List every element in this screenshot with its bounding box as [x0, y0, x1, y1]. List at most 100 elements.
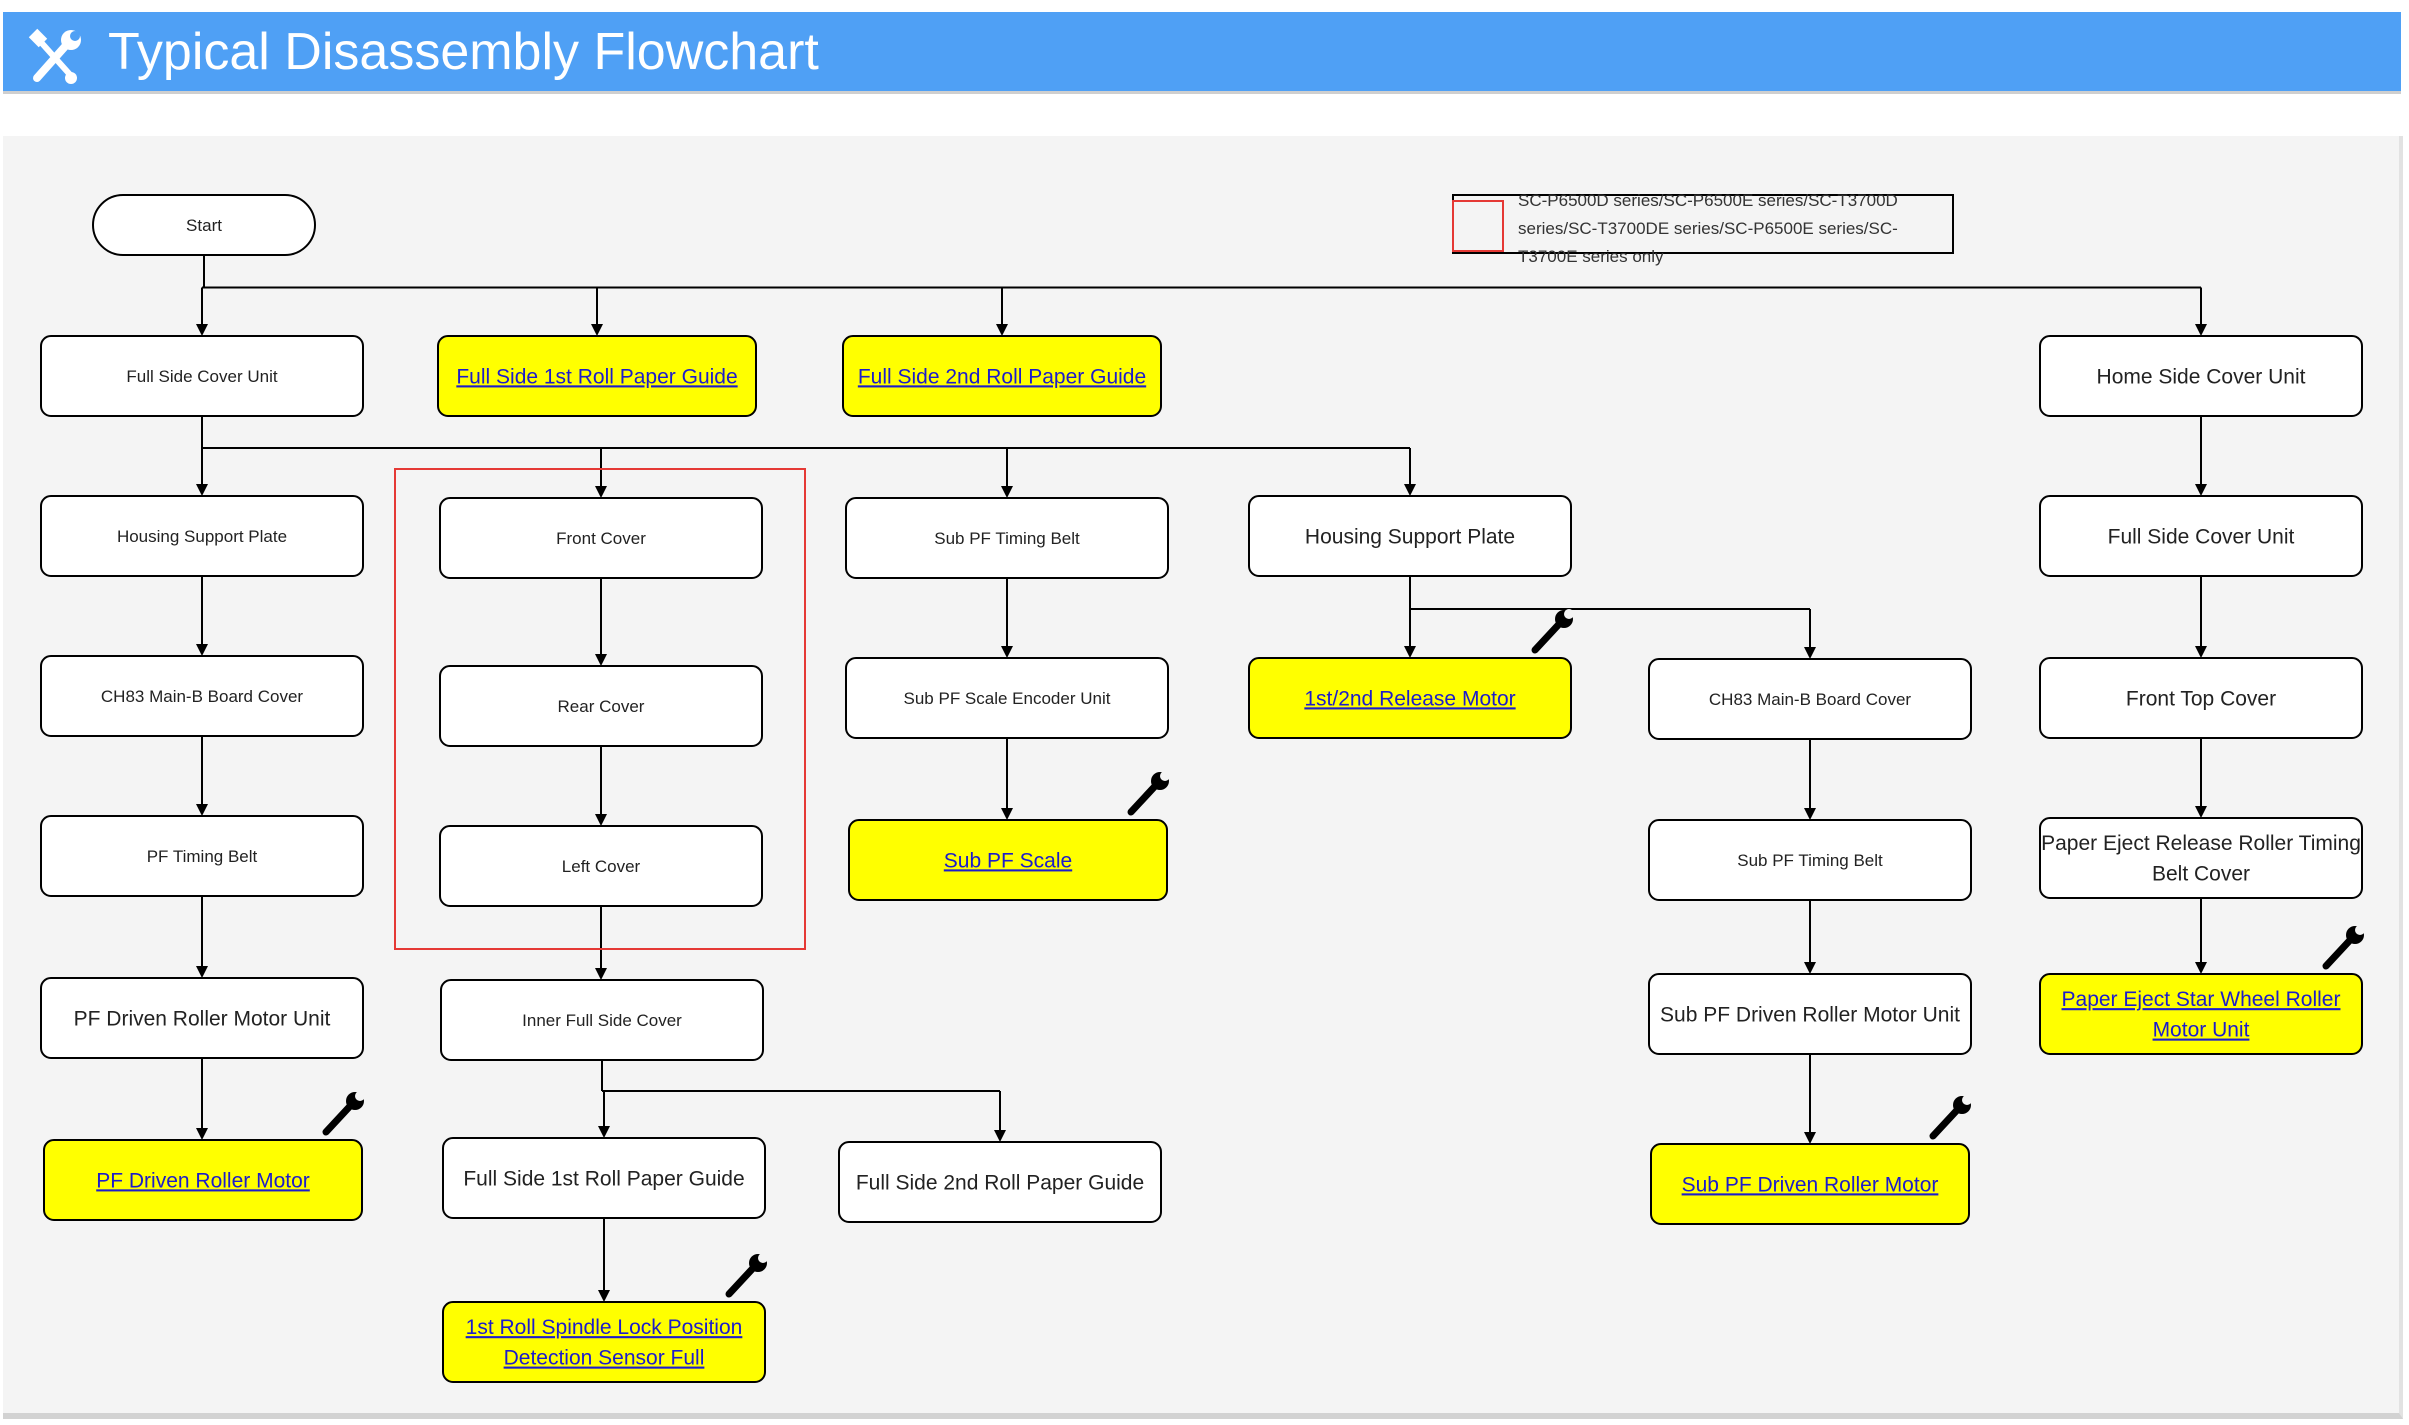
node-label[interactable]: Sub PF Driven Roller Motor — [1682, 1173, 1939, 1196]
node-box — [40, 977, 364, 1059]
node-label: Full Side Cover Unit — [2108, 525, 2295, 548]
node-box — [2039, 657, 2363, 739]
node-label: CH83 Main-B Board Cover — [101, 687, 304, 706]
flow-node-c5_r4: Sub PF Timing Belt — [1648, 819, 1972, 901]
node-box — [40, 495, 364, 577]
node-box — [845, 497, 1169, 579]
node-label: Inner Full Side Cover — [522, 1011, 682, 1030]
flow-node-c2_r6: Full Side 1st Roll Paper Guide — [442, 1137, 766, 1219]
node-label: Sub PF Driven Roller Motor Unit — [1660, 1003, 1960, 1026]
flow-node-c1_r3: CH83 Main-B Board Cover — [40, 655, 364, 737]
node-label: Full Side 1st Roll Paper Guide — [463, 1167, 744, 1190]
flow-node-c6_r1: Home Side Cover Unit — [2039, 335, 2363, 417]
flow-node-c5_r3: CH83 Main-B Board Cover — [1648, 658, 1972, 740]
node-box — [40, 815, 364, 897]
legend: SC-P6500D series/SC-P6500E series/SC-T37… — [1452, 191, 1954, 266]
node-box — [40, 655, 364, 737]
flow-node-c2_r4: Left Cover — [439, 825, 763, 907]
flow-node-c1_r2: Housing Support Plate — [40, 495, 364, 577]
flow-node-c1_r5: PF Driven Roller Motor Unit — [40, 977, 364, 1059]
wrench-icon — [1127, 771, 1170, 816]
link-node-c2_r1[interactable]: Full Side 1st Roll Paper Guide — [437, 335, 757, 417]
node-label: Front Top Cover — [2126, 687, 2276, 710]
page-title: Typical Disassembly Flowchart — [108, 23, 819, 81]
link-node-c4_r3[interactable]: 1st/2nd Release Motor — [1248, 657, 1572, 739]
node-box — [838, 1141, 1162, 1223]
node-box — [842, 335, 1162, 417]
node-label: PF Driven Roller Motor Unit — [74, 1007, 331, 1030]
flow-node-c2_r5: Inner Full Side Cover — [440, 979, 764, 1061]
node-box — [1248, 495, 1572, 577]
wrench-icon — [322, 1091, 365, 1136]
node-label: Housing Support Plate — [117, 527, 287, 546]
node-label[interactable]: Full Side 2nd Roll Paper Guide — [858, 365, 1146, 388]
legend-line-2: series/SC-T3700DE series/SC-P6500E serie… — [1518, 219, 1898, 238]
node-box — [1650, 1143, 1970, 1225]
node-label: Front Cover — [556, 529, 646, 548]
node-label: PF Timing Belt — [147, 847, 258, 866]
node-label[interactable]: 1st/2nd Release Motor — [1304, 687, 1515, 710]
flow-node-c3_r2: Sub PF Timing Belt — [845, 497, 1169, 579]
link-node-c3_r1[interactable]: Full Side 2nd Roll Paper Guide — [842, 335, 1162, 417]
node-box — [439, 497, 763, 579]
node-label[interactable]: Motor Unit — [2153, 1019, 2250, 1042]
node-label: Left Cover — [562, 857, 641, 876]
node-label[interactable]: Full Side 1st Roll Paper Guide — [456, 365, 737, 388]
legend-swatch — [1452, 200, 1504, 252]
legend-line-3: T3700E series only — [1518, 247, 1664, 266]
node-box — [40, 335, 364, 417]
node-label: Start — [186, 216, 222, 235]
node-box — [2039, 817, 2363, 899]
node-box — [1648, 819, 1972, 901]
legend-line-1: SC-P6500D series/SC-P6500E series/SC-T37… — [1518, 191, 1898, 210]
flow-node-start: Start — [92, 194, 316, 256]
node-label: Sub PF Timing Belt — [934, 529, 1080, 548]
node-box — [439, 665, 763, 747]
node-box — [1248, 657, 1572, 739]
flow-node-c6_r3: Front Top Cover — [2039, 657, 2363, 739]
node-box — [2039, 495, 2363, 577]
node-label[interactable]: 1st Roll Spindle Lock Position — [466, 1316, 743, 1339]
flow-node-c6_r2: Full Side Cover Unit — [2039, 495, 2363, 577]
node-label[interactable]: PF Driven Roller Motor — [96, 1169, 310, 1192]
node-label: Full Side Cover Unit — [126, 367, 277, 386]
node-label[interactable]: Sub PF Scale — [944, 849, 1072, 872]
flow-node-c3_r3: Sub PF Scale Encoder Unit — [845, 657, 1169, 739]
flow-node-c2_r2: Front Cover — [439, 497, 763, 579]
flow-node-c1_r4: PF Timing Belt — [40, 815, 364, 897]
node-label[interactable]: Paper Eject Star Wheel Roller — [2062, 988, 2341, 1011]
link-node-c3_r4[interactable]: Sub PF Scale — [848, 819, 1168, 901]
node-label: Sub PF Scale Encoder Unit — [904, 689, 1111, 708]
node-box — [43, 1139, 363, 1221]
link-node-c1_r6[interactable]: PF Driven Roller Motor — [43, 1139, 363, 1221]
wrench-icon — [1531, 609, 1574, 654]
node-box — [92, 194, 316, 256]
wrench-icon — [2322, 925, 2365, 970]
node-box — [845, 657, 1169, 739]
node-box — [848, 819, 1168, 901]
node-box — [439, 825, 763, 907]
flow-node-c3_r6: Full Side 2nd Roll Paper Guide — [838, 1141, 1162, 1223]
flow-node-c1_r1: Full Side Cover Unit — [40, 335, 364, 417]
link-node-c2_r7[interactable]: 1st Roll Spindle Lock PositionDetection … — [442, 1301, 766, 1383]
node-box — [2039, 335, 2363, 417]
node-box — [442, 1301, 766, 1383]
node-label[interactable]: Detection Sensor Full — [504, 1347, 705, 1370]
node-box — [437, 335, 757, 417]
wrench-icon — [1929, 1095, 1972, 1140]
tools-icon — [28, 28, 81, 84]
node-label: Rear Cover — [558, 697, 645, 716]
node-label: Full Side 2nd Roll Paper Guide — [856, 1171, 1144, 1194]
wrench-icon — [725, 1253, 768, 1298]
flow-node-c2_r3: Rear Cover — [439, 665, 763, 747]
node-box — [442, 1137, 766, 1219]
optional-group-box — [394, 468, 806, 950]
node-label: Housing Support Plate — [1305, 525, 1515, 548]
link-node-c5_r6[interactable]: Sub PF Driven Roller Motor — [1650, 1143, 1970, 1225]
node-box — [1648, 973, 1972, 1055]
node-label: Home Side Cover Unit — [2097, 365, 2306, 388]
